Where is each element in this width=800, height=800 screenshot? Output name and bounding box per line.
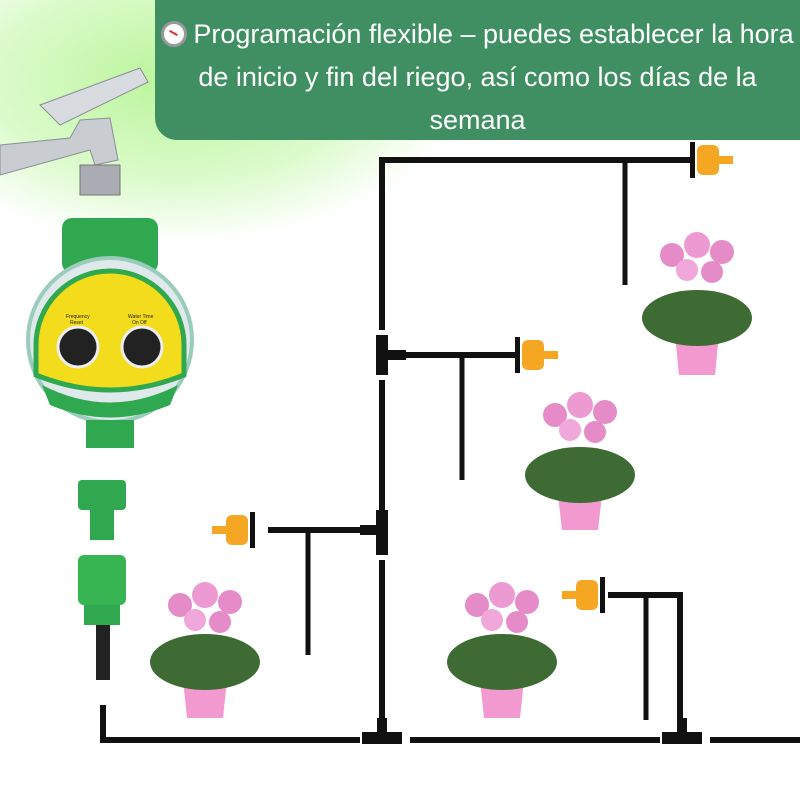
alarm-clock-icon bbox=[161, 21, 188, 47]
on-off-label: On Off bbox=[132, 320, 147, 326]
water-timer: Frequency Reset Water Time On Off bbox=[26, 218, 194, 448]
potted-flowers bbox=[150, 232, 752, 718]
reset-label: Reset bbox=[70, 320, 84, 326]
hose-connectors bbox=[78, 480, 126, 680]
water-time-label: Water Time bbox=[128, 314, 154, 320]
tee-connectors bbox=[360, 335, 702, 744]
faucet bbox=[0, 67, 149, 196]
feature-banner: Programación flexible – puedes establece… bbox=[155, 0, 800, 140]
banner-text: Programación flexible – puedes establece… bbox=[193, 19, 794, 135]
drip-stakes bbox=[305, 160, 649, 720]
frequency-label: Frequency bbox=[66, 314, 90, 320]
drippers bbox=[212, 142, 733, 613]
